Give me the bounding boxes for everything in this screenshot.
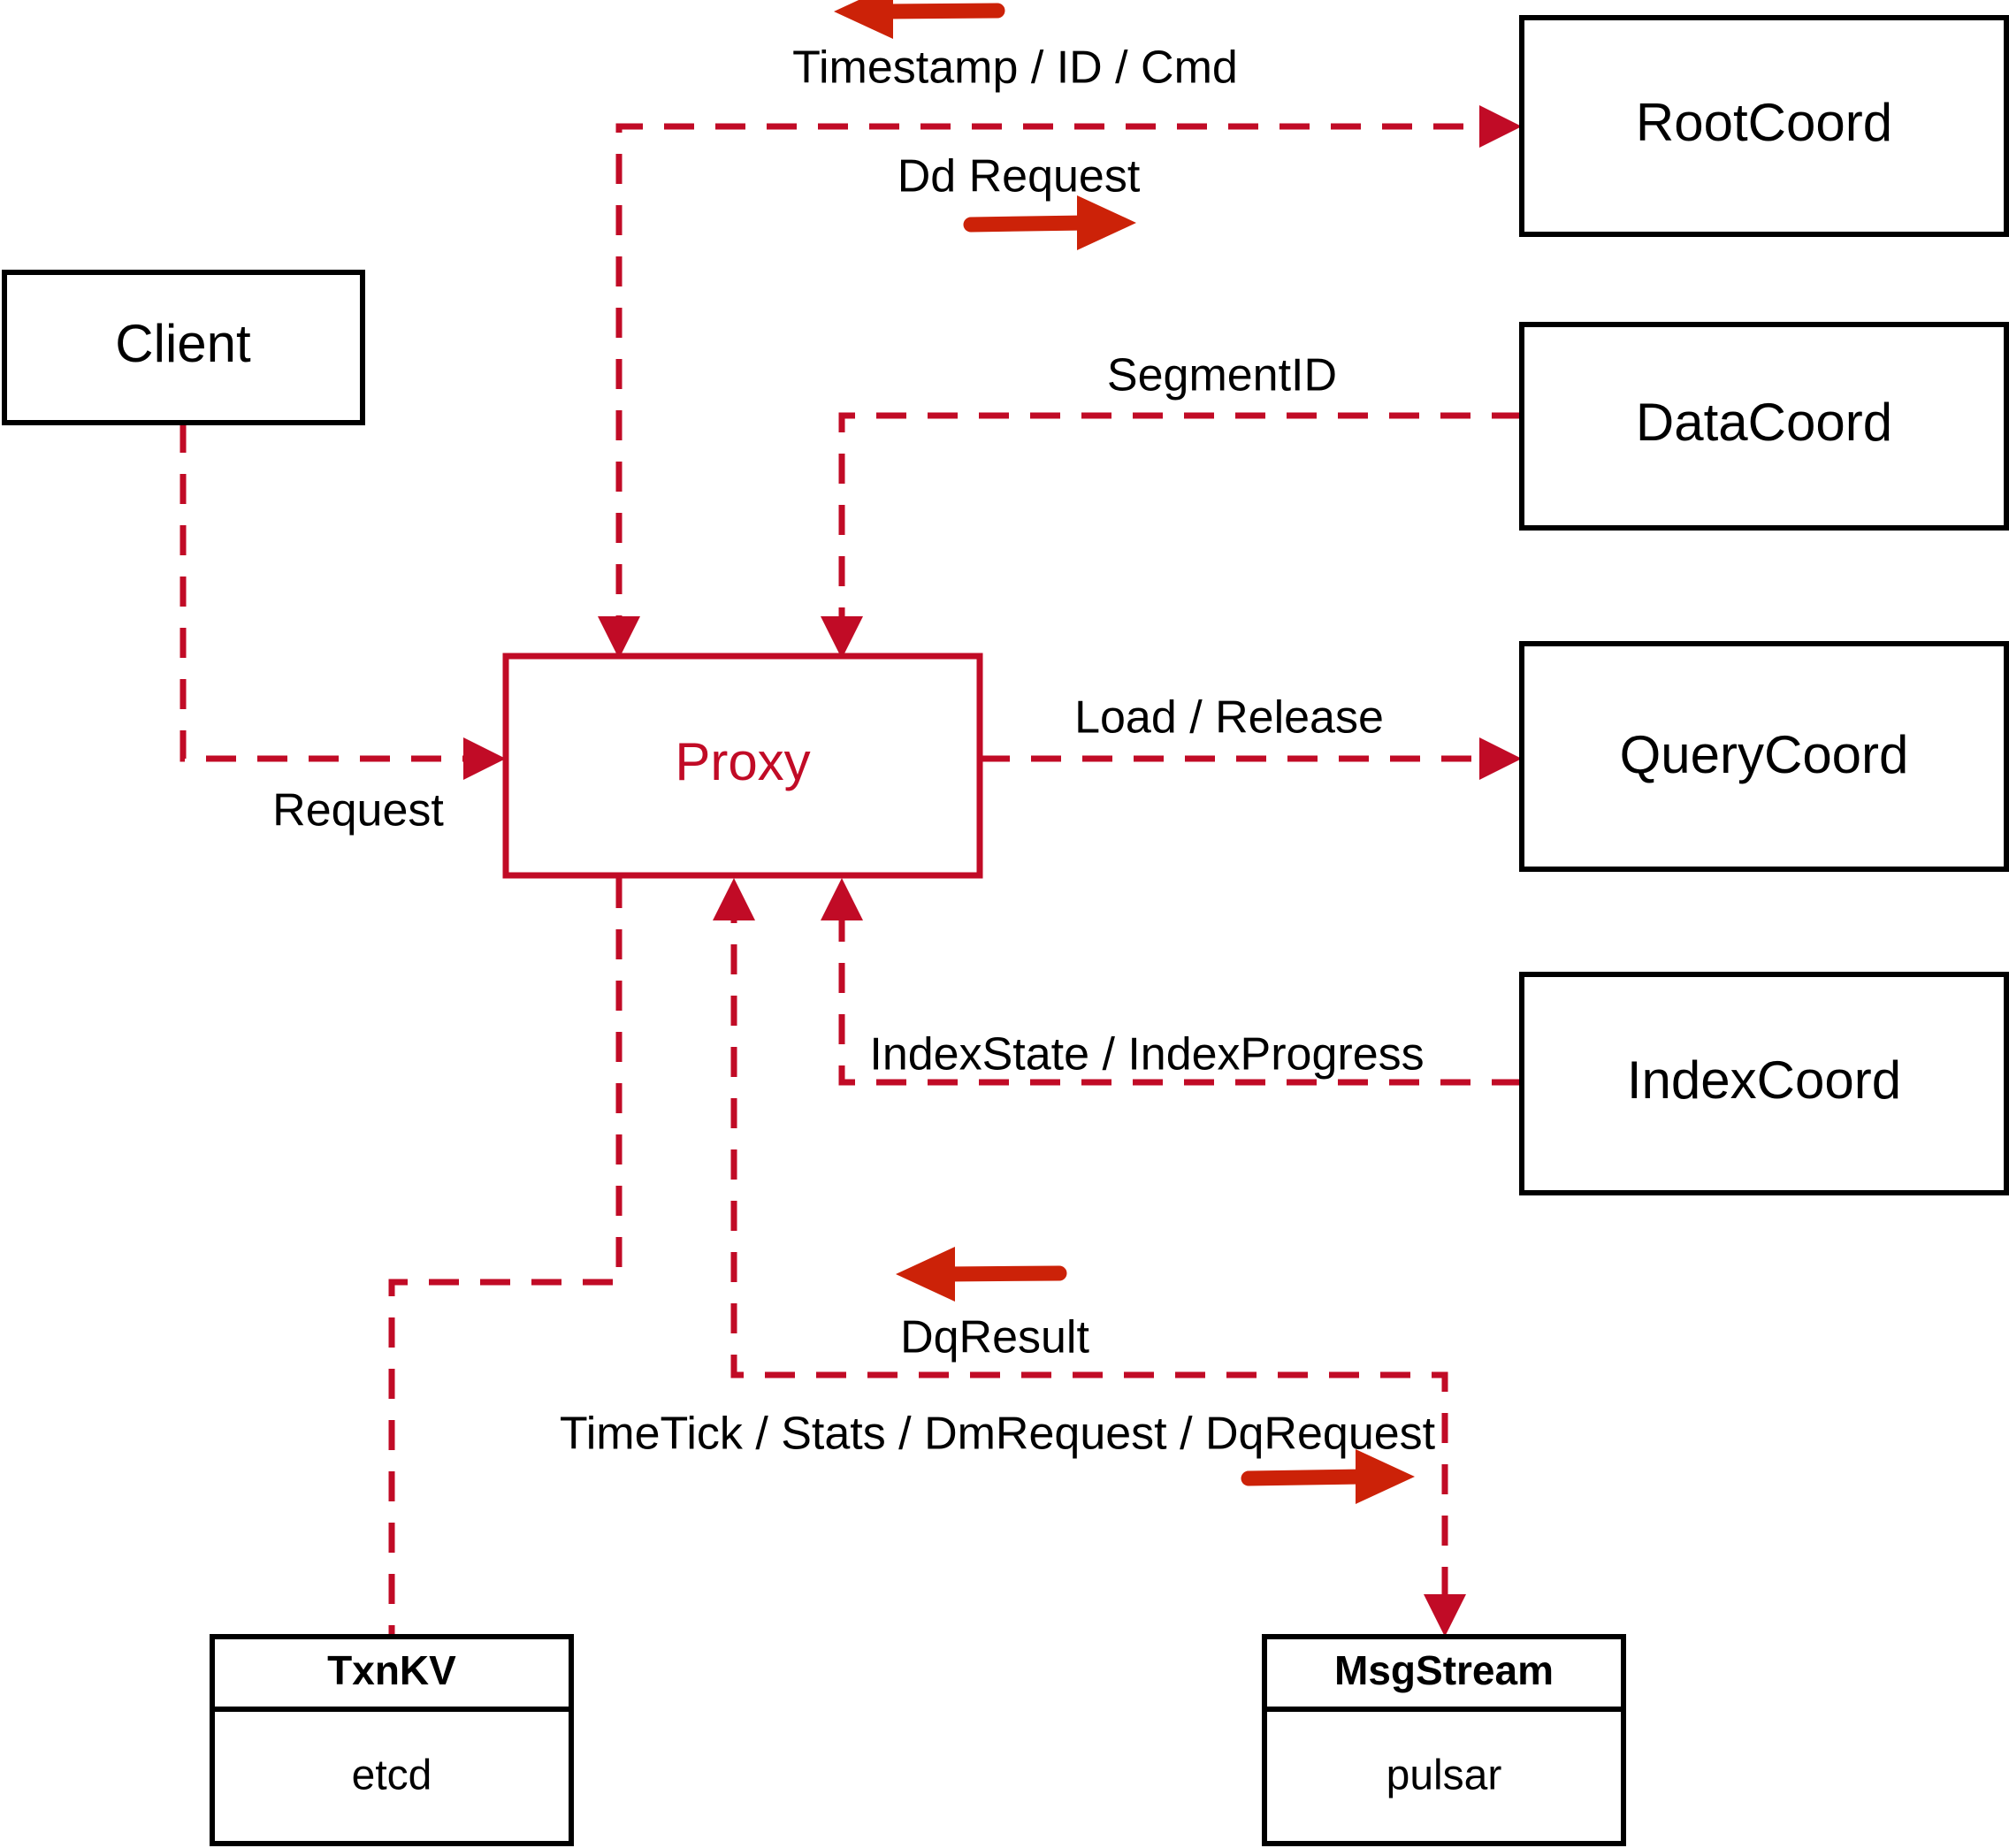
node-rootcoord[interactable]: RootCoord — [1519, 15, 2009, 237]
edge-label-dd-request: Dd Request — [898, 151, 1141, 202]
node-txnkv[interactable]: TxnKV etcd — [210, 1634, 574, 1846]
edge-label-request: Request — [272, 785, 444, 836]
node-client[interactable]: Client — [2, 270, 365, 425]
flow-arrow-timestamp-head — [834, 0, 893, 39]
flow-arrow-dq-result — [896, 1247, 1067, 1302]
edge-client-proxy-path — [180, 423, 477, 762]
node-rootcoord-box — [1519, 15, 2009, 237]
edge-msgstream-proxy-arrowhead — [713, 878, 755, 920]
edge-proxy-querycoord — [980, 737, 1522, 780]
node-client-label: Client — [115, 314, 251, 373]
edge-indexcoord-proxy-arrowhead — [821, 878, 863, 920]
edge-proxy-msgstream-path — [730, 893, 1448, 1621]
node-datacoord-box — [1519, 322, 2009, 531]
node-querycoord[interactable]: QueryCoord — [1519, 641, 2009, 872]
node-rootcoord-label: RootCoord — [1636, 93, 1892, 152]
edge-label-load-release: Load / Release — [1074, 692, 1384, 744]
edge-datacoord-proxy — [821, 412, 1522, 659]
node-indexcoord[interactable]: IndexCoord — [1519, 972, 2009, 1195]
node-msgstream[interactable]: MsgStream pulsar — [1262, 1634, 1626, 1846]
node-indexcoord-box — [1519, 972, 2009, 1195]
edge-indexcoord-proxy-path — [838, 893, 1522, 1086]
flow-arrow-dq-result-shaft — [938, 1265, 1067, 1282]
node-txnkv-impl-label: etcd — [352, 1753, 432, 1799]
node-client-box — [2, 270, 365, 425]
flow-arrow-dd-request-shaft — [963, 215, 1094, 233]
edge-label-segment-id: SegmentID — [1107, 350, 1337, 401]
node-datacoord-label: DataCoord — [1636, 393, 1892, 452]
edge-proxy-rootcoord-arrowhead-down — [598, 616, 640, 659]
edge-label-dq-result: DqResult — [900, 1312, 1089, 1363]
flow-arrow-dm-dq-request-head — [1356, 1449, 1415, 1504]
node-txnkv-label: TxnKV — [327, 1647, 456, 1693]
flow-arrow-dd-request — [963, 195, 1136, 250]
edge-indexcoord-proxy — [821, 878, 1522, 1086]
node-proxy[interactable]: Proxy — [502, 653, 983, 879]
node-proxy-box — [502, 653, 983, 879]
flow-arrow-dd-request-head — [1077, 195, 1136, 250]
edge-label-timestamp-id-cmd: Timestamp / ID / Cmd — [792, 42, 1238, 94]
edge-proxy-rootcoord-arrowhead-right — [1479, 105, 1522, 148]
edge-proxy-msgstream-arrowhead — [1424, 1594, 1466, 1637]
node-querycoord-label: QueryCoord — [1620, 725, 1909, 784]
flow-arrow-dm-dq-request-shaft — [1241, 1469, 1372, 1486]
node-querycoord-box — [1519, 641, 2009, 872]
node-proxy-label: Proxy — [675, 732, 810, 791]
node-msgstream-label: MsgStream — [1334, 1647, 1554, 1693]
edge-proxy-msgstream — [713, 878, 1466, 1637]
node-msgstream-impl-label: pulsar — [1386, 1753, 1502, 1799]
node-msgstream-box — [1262, 1634, 1626, 1846]
edge-label-timetick-stats: TimeTick / Stats / DmRequest / DqRequest — [560, 1409, 1436, 1460]
edge-datacoord-proxy-path — [838, 412, 1522, 645]
node-datacoord[interactable]: DataCoord — [1519, 322, 2009, 531]
edge-proxy-txnkv-path — [388, 878, 623, 1637]
flow-arrow-timestamp-id-cmd — [834, 0, 1005, 39]
edge-client-proxy — [180, 423, 506, 780]
flow-arrow-dm-dq-request — [1241, 1449, 1415, 1504]
edge-proxy-rootcoord — [598, 105, 1522, 659]
edge-label-index-state-progress: IndexState / IndexProgress — [869, 1029, 1424, 1081]
node-indexcoord-label: IndexCoord — [1627, 1050, 1901, 1110]
edge-proxy-rootcoord-path — [615, 123, 1494, 645]
node-txnkv-box — [210, 1634, 574, 1846]
edge-proxy-txnkv — [388, 878, 623, 1637]
flow-arrow-dq-result-head — [896, 1247, 955, 1302]
edge-proxy-querycoord-arrowhead — [1479, 737, 1522, 780]
edge-client-proxy-arrowhead — [463, 737, 506, 780]
edge-datacoord-proxy-arrowhead — [821, 616, 863, 659]
